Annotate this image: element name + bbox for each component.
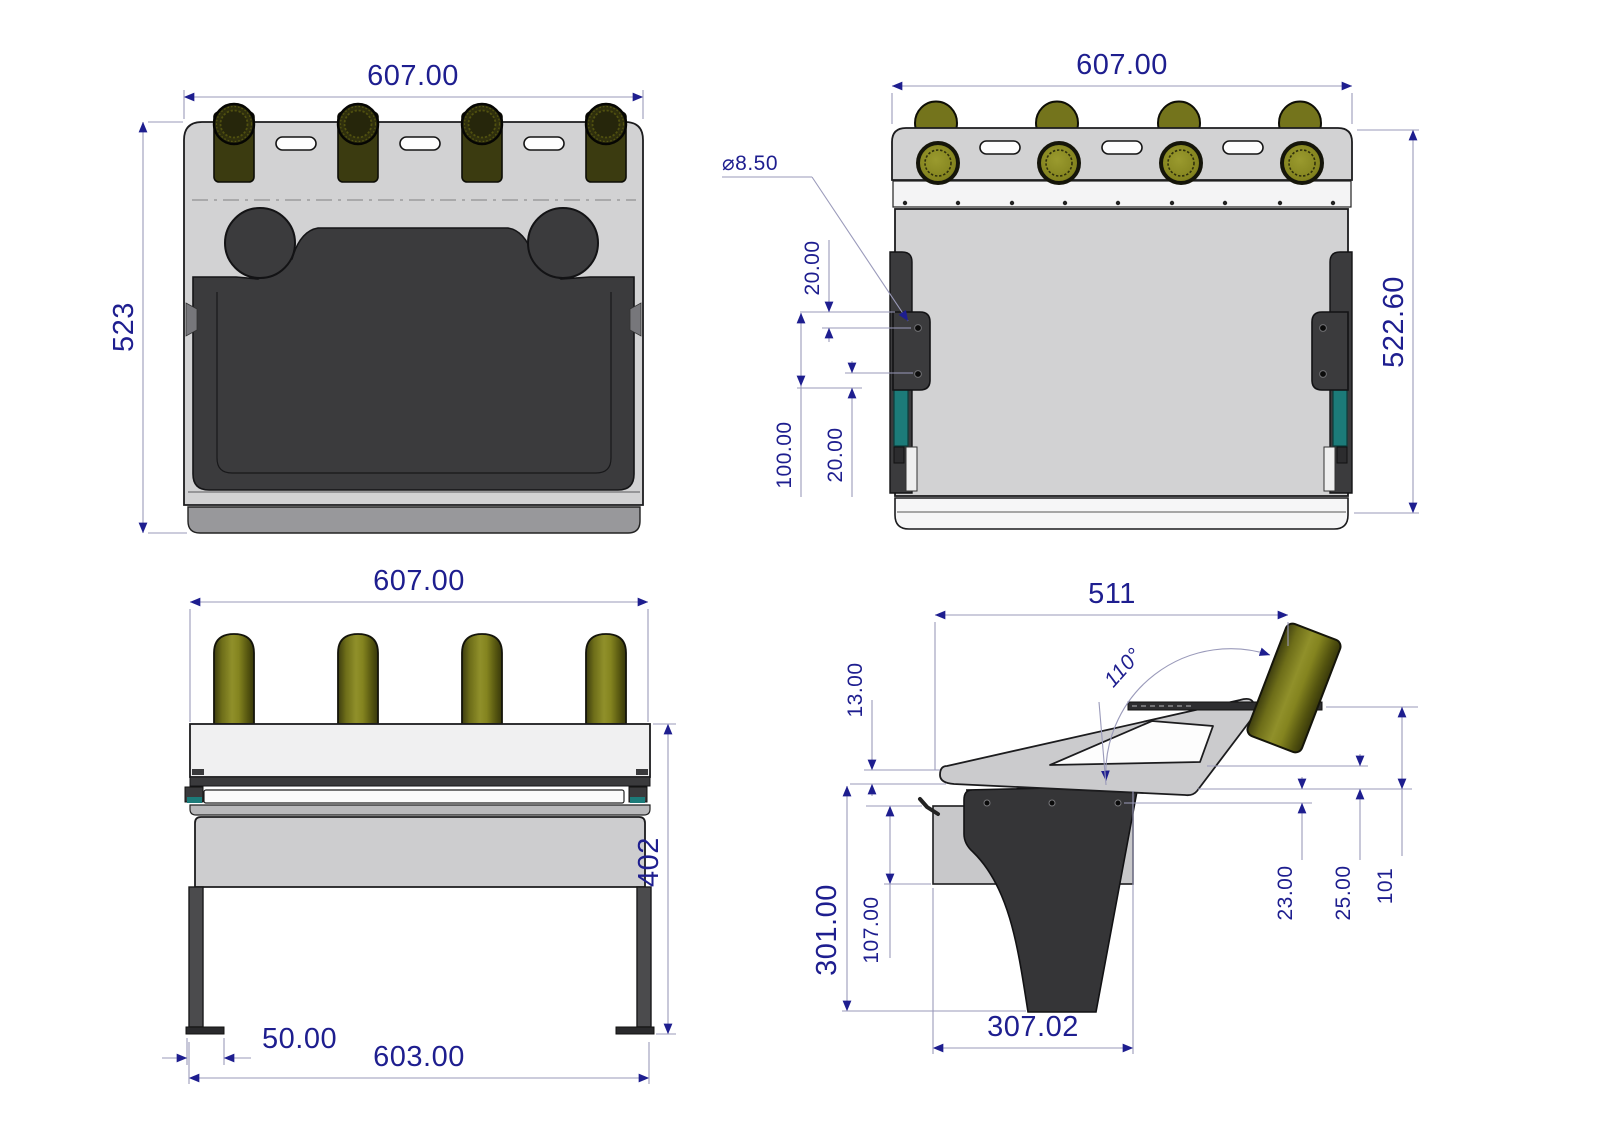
dim-top-height: 523 [108,302,140,352]
bracket-hole [1319,324,1327,332]
leg-left [188,886,204,1028]
plate-tab [636,769,648,775]
leg-right [636,886,652,1028]
dim-box-height: 107.00 [860,896,883,963]
dim-hole-offset-bottom: 20.00 [824,427,847,482]
mount-bracket-left [892,311,931,391]
dim-leg-depth: 307.02 [987,1011,1079,1043]
latch-block-right [1336,446,1348,464]
bottom-bar [187,506,641,534]
slot [275,136,317,151]
rivet-dots [902,200,1336,206]
side-notch-right [629,302,642,337]
damper-end-left [187,797,202,803]
bracket-hole [914,324,922,332]
dim-top-width: 607.00 [367,60,459,92]
bracket-hole [914,370,922,378]
hook [918,797,940,816]
damper-left [893,389,909,447]
dim-hole-offset-top: 20.00 [801,240,824,295]
side-notch-left [185,302,198,337]
tilted-post [1246,622,1342,754]
post-cylinder [212,102,256,184]
slide-right [1323,446,1336,492]
post-cylinder [584,102,628,184]
dim-rear-width: 607.00 [373,565,465,597]
slide-left [905,446,918,492]
dim-angle: 110° [1100,644,1146,692]
mid-band [189,804,651,816]
dark-panel [192,227,635,491]
rear-view: 607.00 402 50.00 603.00 [162,565,676,1084]
foot-left [185,1026,225,1035]
back-plate [189,723,651,778]
leg-hole [983,799,991,807]
damper-right [1332,389,1348,447]
dim-front-height: 522.60 [1378,276,1410,368]
damper-end-right [630,797,645,803]
lower-body [194,816,646,888]
dim-foot-length: 50.00 [262,1023,337,1055]
plate-edge-band [189,776,651,787]
latch-block-left [893,446,905,464]
post-face [1280,141,1324,185]
bottom-strip [894,497,1349,530]
dim-step-a: 23.00 [1274,865,1297,920]
top-view: 607.00 523 [108,60,644,534]
leg-profile [963,785,1139,1013]
panel-inner-line [216,292,612,474]
dim-rear-height: 402 [633,837,665,887]
leg-hole [1114,799,1122,807]
dim-leg-span: 603.00 [373,1041,465,1073]
post-cylinder [337,633,379,725]
dim-total-height: 301.00 [811,884,843,976]
dim-hole-dia: ⌀8.50 [722,152,778,175]
round-boss-right [527,207,599,279]
front-view: 607.00 522.60 ⌀8.50 20.00 100.00 20.00 [722,49,1419,530]
post-face [1159,141,1203,185]
post-face [916,141,960,185]
dim-lip-thickness: 13.00 [844,662,867,717]
dim-hole-span: 100.00 [773,421,796,488]
post-cylinder [213,633,255,725]
slot [979,140,1021,155]
mount-bracket-right [1311,311,1349,391]
slot [1222,140,1264,155]
post-face [1037,141,1081,185]
upper-strip [892,180,1352,208]
post-cylinder [585,633,627,725]
main-panel [894,208,1349,497]
side-view: 511 110° 13.00 301.00 107.00 307.02 23.0… [811,578,1418,1054]
post-cylinder [461,633,503,725]
dim-side-depth: 511 [1088,578,1136,610]
dim-front-width: 607.00 [1076,49,1168,81]
plate-tab [192,769,204,775]
dim-step-b: 25.00 [1332,865,1355,920]
slot [523,136,565,151]
round-boss-left [224,207,296,279]
foot-right [615,1026,655,1035]
post-cylinder [460,102,504,184]
bracket-hole [1319,370,1327,378]
post-cylinder [336,102,380,184]
leg-hole [1048,799,1056,807]
slot [1101,140,1143,155]
slide-bar [203,789,625,804]
dim-back-height: 101 [1374,868,1397,905]
slot [399,136,441,151]
